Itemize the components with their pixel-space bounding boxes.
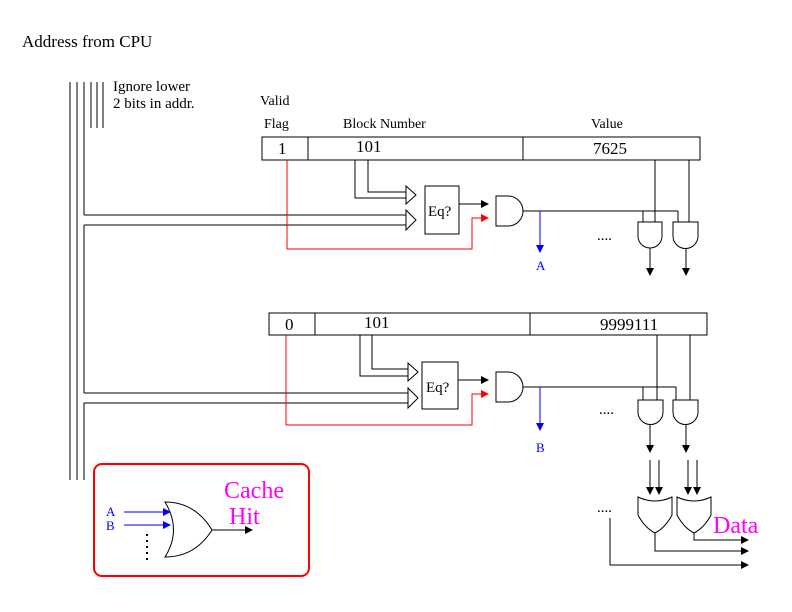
cache-hit-or-gate — [164, 501, 213, 558]
diagram-title: Address from CPU — [22, 32, 152, 51]
entry-1-row — [261, 136, 701, 161]
entry-2-row — [268, 312, 708, 336]
address-bus — [69, 82, 104, 480]
data-output-section: .... Data — [597, 460, 759, 569]
entry-2-bit-gate-2 — [672, 399, 699, 425]
entry-1-valid-flag: 1 — [278, 139, 287, 158]
entry-2-valid-flag: 0 — [285, 315, 294, 334]
entry-1-bit-gate-1 — [637, 221, 663, 249]
entry-1-value: 7625 — [593, 139, 627, 158]
ignore-note-line1: Ignore lower — [113, 79, 190, 95]
entry-2-value: 9999111 — [600, 315, 658, 334]
header-flag: Flag — [264, 117, 289, 132]
cache-hit-border — [93, 463, 310, 577]
data-or-gate-2 — [676, 496, 712, 534]
entry-1-ellipsis: .... — [597, 228, 612, 244]
header-block-number: Block Number — [343, 117, 426, 132]
cache-entry-1: 1 101 7625 Eq? A .... — [84, 136, 701, 276]
data-label: Data — [713, 513, 759, 539]
entry-2-and-gate — [495, 371, 524, 403]
entry-1-comparator — [424, 185, 460, 235]
entry-1-comparator-label: Eq? — [428, 204, 452, 220]
entry-2-comparator-label: Eq? — [426, 380, 450, 396]
entry-2-hit-signal: B — [536, 440, 545, 455]
data-ellipsis: .... — [597, 500, 612, 516]
cache-entry-2: 0 101 9999111 Eq? B .... — [84, 312, 708, 455]
entry-2-ellipsis: .... — [599, 402, 614, 418]
header-valid: Valid — [260, 94, 290, 109]
header-value: Value — [591, 117, 623, 132]
entry-1-block-number: 101 — [356, 137, 382, 156]
or-input-b: B — [106, 518, 115, 533]
entry-1-and-gate — [495, 195, 524, 227]
entry-1-hit-signal: A — [536, 258, 546, 273]
data-or-gate-1 — [637, 496, 673, 534]
cache-hit-label-line1: Cache — [224, 478, 284, 504]
entry-2-bit-gate-1 — [637, 399, 664, 425]
entry-2-comparator — [421, 361, 459, 410]
cache-hit-label-line2: Hit — [229, 504, 260, 530]
or-input-a: A — [106, 504, 116, 519]
entry-2-block-number: 101 — [364, 313, 390, 332]
cache-hit-box: A B Cache Hit — [93, 463, 310, 577]
entry-1-bit-gate-2 — [672, 221, 699, 249]
ignore-note-line2: 2 bits in addr. — [113, 96, 195, 112]
